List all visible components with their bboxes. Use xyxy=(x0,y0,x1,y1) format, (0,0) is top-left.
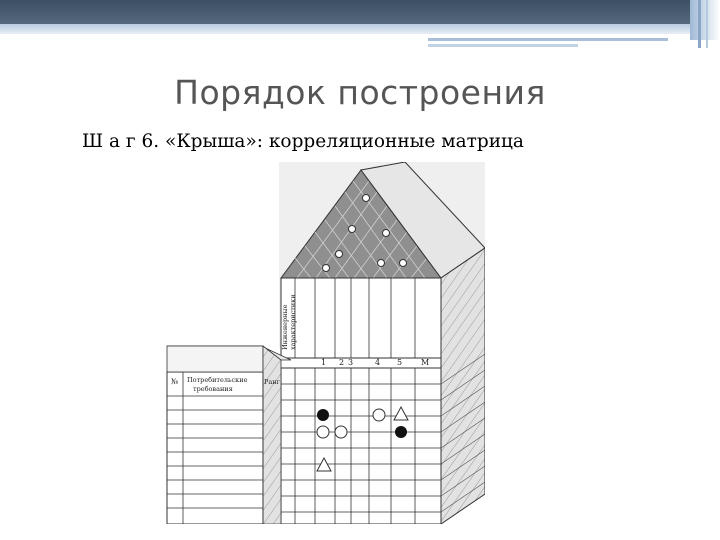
engineering-label-line2: характеристики xyxy=(289,294,297,350)
side-face-grid xyxy=(440,353,486,513)
correlation-circle xyxy=(348,225,356,233)
customer-header-line1: Потребительские xyxy=(187,376,248,384)
correlation-circle xyxy=(322,264,330,272)
slide-subtitle: Ш а г 6. «Крыша»: корреляционные матрица xyxy=(82,131,524,152)
correlation-circle xyxy=(399,259,407,267)
relationship-matrix-grid xyxy=(281,368,441,524)
relationship-symbols xyxy=(316,405,409,472)
header-band xyxy=(0,0,720,24)
strong-relationship-dot xyxy=(317,409,329,421)
weak-relationship-triangle xyxy=(393,405,409,421)
header-rule xyxy=(0,24,690,34)
medium-relationship-circle xyxy=(334,425,348,439)
engineering-characteristics-block xyxy=(280,277,442,359)
customer-block-face xyxy=(166,345,264,373)
engineering-label-line1: Инженерные xyxy=(281,304,289,350)
column-number: 5 xyxy=(397,358,402,367)
column-number: 2 xyxy=(339,358,344,367)
medium-relationship-circle xyxy=(316,425,330,439)
weak-relationship-triangle xyxy=(316,456,332,472)
column-number: М xyxy=(421,358,429,367)
house-side-face xyxy=(440,247,486,525)
accent-line xyxy=(428,38,668,41)
correlation-circle xyxy=(377,259,385,267)
accent-line xyxy=(428,44,578,47)
accent-vertical-line xyxy=(706,0,708,48)
accent-vertical-line xyxy=(698,0,701,48)
correlation-circle xyxy=(382,229,390,237)
column-number: 1 xyxy=(321,358,326,367)
relationship-matrix xyxy=(280,367,442,525)
rank-header: Ранг xyxy=(264,378,281,386)
slide-title: Порядок построения xyxy=(174,73,546,112)
customer-requirements-block xyxy=(166,371,264,525)
customer-header-number: № xyxy=(171,377,178,386)
engineering-columns xyxy=(294,278,416,358)
roof-correlation-markers xyxy=(322,194,407,272)
correlation-circle xyxy=(335,250,343,258)
house-of-quality-diagram: Инженерные характеристики 1 2 3 4 5 М xyxy=(166,161,486,525)
header-corner-accent xyxy=(690,0,720,40)
strong-relationship-dot xyxy=(395,426,407,438)
column-number: 4 xyxy=(375,358,380,367)
house-of-quality-figure: Инженерные характеристики 1 2 3 4 5 М xyxy=(165,161,486,525)
medium-relationship-circle xyxy=(372,408,386,422)
column-numbers: 1 2 3 4 5 М xyxy=(321,358,429,367)
correlation-circle xyxy=(362,194,370,202)
customer-header-line2: требования xyxy=(193,385,233,393)
customer-block-grid xyxy=(167,372,264,524)
customer-block-side xyxy=(262,345,282,525)
column-number: 3 xyxy=(348,358,353,367)
